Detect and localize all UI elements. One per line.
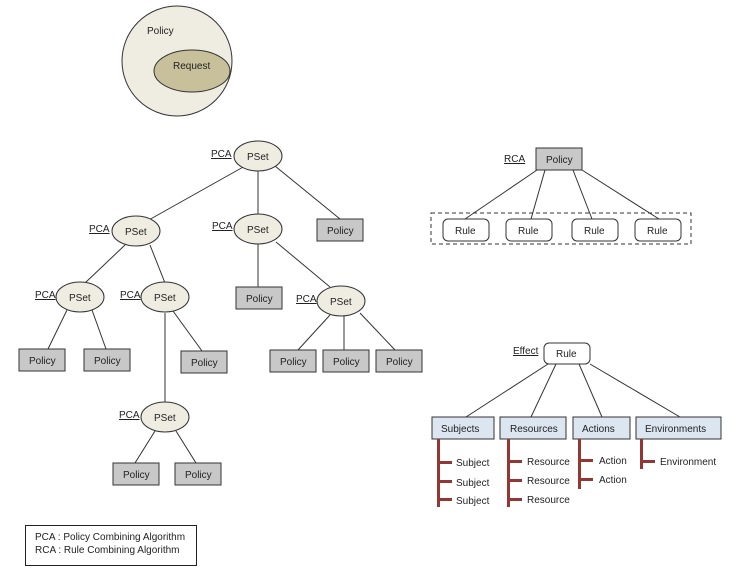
policy-node: Policy <box>83 348 131 372</box>
pca-label: PCA <box>120 290 141 301</box>
bracket-spine <box>578 439 581 489</box>
policy-label: Policy <box>327 226 354 237</box>
policy-node: Policy <box>235 286 283 310</box>
pset-level1-middle: PSet PCA <box>212 213 283 245</box>
policy-label: Policy <box>185 470 212 481</box>
rule-node: Rule <box>505 218 553 242</box>
pset-level2-c: PSet PCA <box>296 285 366 317</box>
target-item: Action <box>599 475 627 486</box>
pset-label: PSet <box>69 293 91 304</box>
pset-label: PSet <box>247 225 269 236</box>
policy-rules-tree: Policy RCA Rule Rule Rule Rule <box>430 147 692 245</box>
legend-line-pca: PCA : Policy Combining Algorithm <box>35 532 186 543</box>
policy-label: Policy <box>94 356 121 367</box>
pca-label: PCA <box>35 290 56 301</box>
pca-label: PCA <box>296 294 317 305</box>
policy-tree-edges <box>47 165 396 464</box>
rule-root-node <box>543 342 591 365</box>
legend-box: PCA : Policy Combining Algorithm RCA : R… <box>25 525 197 566</box>
target-item: Resource <box>527 476 570 487</box>
rule-label: Rule <box>455 226 476 237</box>
target-item: Resource <box>527 457 570 468</box>
bracket-spine <box>640 439 643 469</box>
target-subjects: Subjects Subject Subject Subject <box>431 416 495 507</box>
rule-label: Rule <box>518 226 539 237</box>
policy-label: Policy <box>29 356 56 367</box>
pset-label: PSet <box>154 293 176 304</box>
policy-node: Policy <box>316 218 364 242</box>
request-ellipse <box>153 49 231 93</box>
policy-label: Policy <box>280 357 307 368</box>
pca-label: PCA <box>212 221 233 232</box>
policy-label: Policy <box>386 357 413 368</box>
target-label: Resources <box>510 424 558 435</box>
target-item: Environment <box>660 457 716 468</box>
bracket-spine <box>437 439 440 507</box>
pca-label: PCA <box>211 149 232 160</box>
pset-label: PSet <box>247 152 269 163</box>
rule-node: Rule <box>442 218 490 242</box>
rule-node: Rule <box>571 218 619 242</box>
pset-level3: PSet PCA <box>119 401 190 433</box>
pca-label: PCA <box>89 224 110 235</box>
policy-root-label: Policy <box>546 155 573 166</box>
pset-level2-a: PSet PCA <box>35 281 105 313</box>
target-item: Subject <box>456 496 490 507</box>
policy-label: Policy <box>246 294 273 305</box>
policy-node: Policy <box>322 349 370 373</box>
rca-label: RCA <box>504 154 525 165</box>
target-environments: Environments Environment <box>635 416 722 469</box>
request-ellipse-label: Request <box>173 61 210 72</box>
effect-label: Effect <box>513 346 539 357</box>
policy-label: Policy <box>123 470 150 481</box>
pset-level1-left: PSet PCA <box>89 215 161 247</box>
pset-label: PSet <box>154 413 176 424</box>
policy-label: Policy <box>333 357 360 368</box>
policy-node: Policy <box>174 462 222 486</box>
pset-level2-b: PSet PCA <box>120 281 190 313</box>
policy-node: Policy <box>112 462 160 486</box>
pset-label: PSet <box>330 297 352 308</box>
policy-label: Policy <box>191 358 218 369</box>
policy-node: Policy <box>375 349 423 373</box>
pset-root: PSet PCA <box>211 140 283 172</box>
rule-label: Rule <box>647 226 668 237</box>
target-label: Subjects <box>441 424 479 435</box>
pca-label: PCA <box>119 410 140 421</box>
target-actions: Actions Action Action <box>572 416 631 489</box>
rules-group-box <box>430 212 692 245</box>
policy-node: Policy <box>269 349 317 373</box>
target-item: Subject <box>456 478 490 489</box>
target-item: Action <box>599 456 627 467</box>
rule-node: Rule <box>634 218 682 242</box>
bracket-spine <box>507 439 510 507</box>
rule-root-label: Rule <box>556 349 577 360</box>
policy-node: Policy <box>18 348 66 372</box>
legend-line-rca: RCA : Rule Combining Algorithm <box>35 545 180 556</box>
target-label: Actions <box>582 424 615 435</box>
target-label: Environments <box>645 424 706 435</box>
policy-circle-label: Policy <box>147 26 174 37</box>
policy-node: Policy <box>180 350 228 374</box>
rule-detail-tree: Rule Effect Subjects Subject Subject Sub… <box>431 342 722 507</box>
target-resources: Resources Resource Resource Resource <box>499 416 570 507</box>
pset-label: PSet <box>125 227 147 238</box>
target-item: Subject <box>456 458 490 469</box>
target-item: Resource <box>527 495 570 506</box>
venn-policy-request: Policy Request <box>121 5 233 117</box>
policy-root-node <box>535 147 583 171</box>
rule-label: Rule <box>584 226 605 237</box>
